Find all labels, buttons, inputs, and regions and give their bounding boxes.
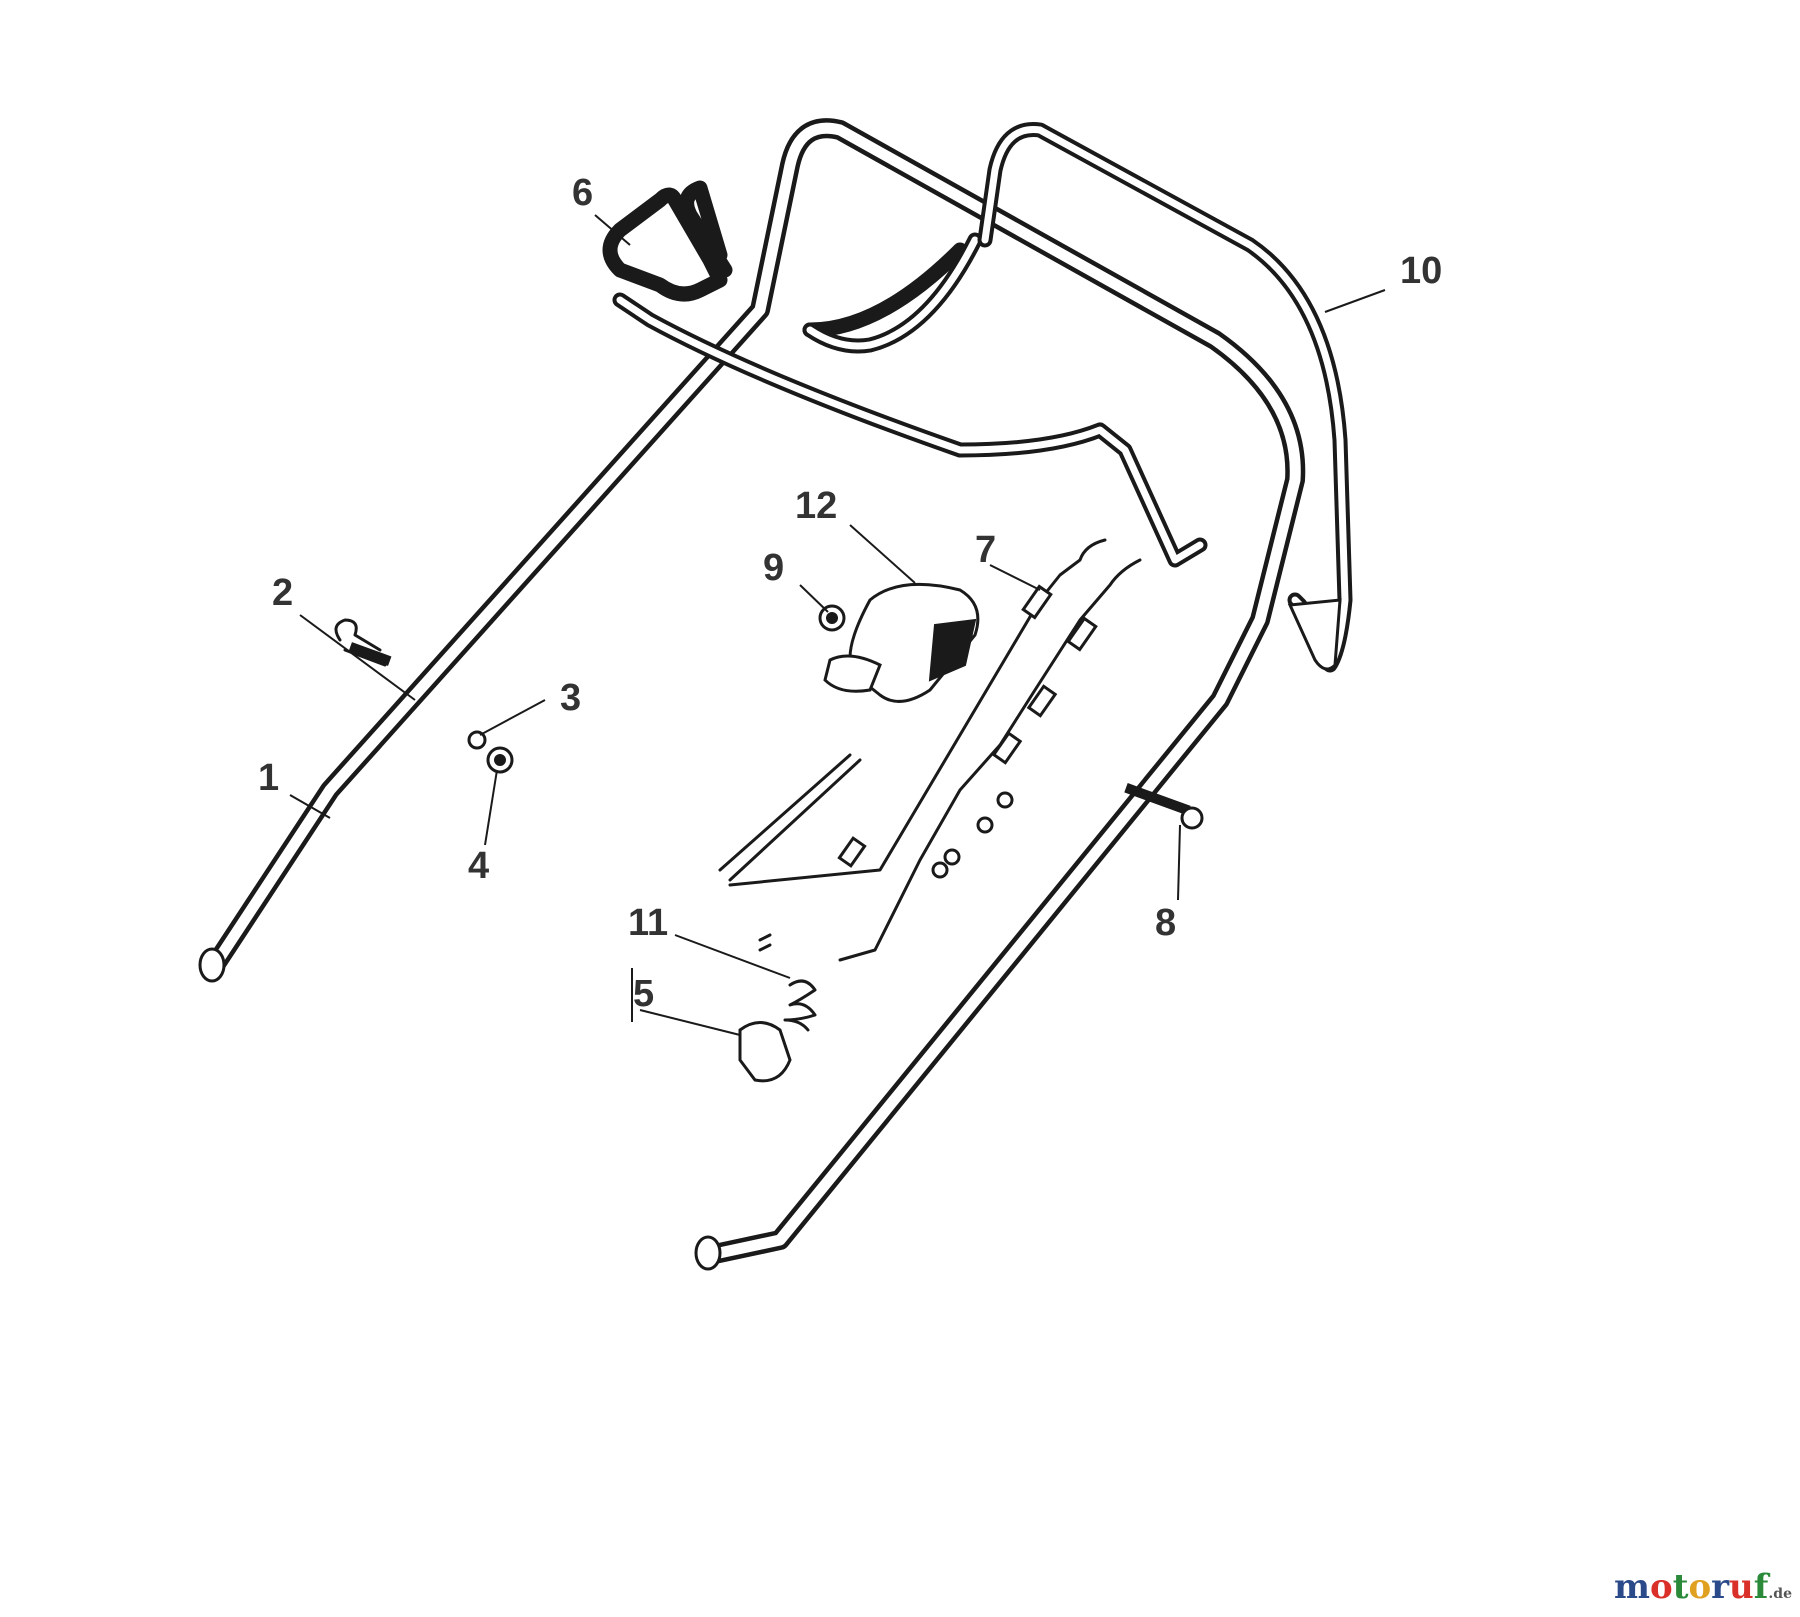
part-6-bale [602,180,1208,568]
part-10-lever [977,122,1353,673]
main-handle [198,118,1306,1271]
part-5-clip [738,1021,792,1083]
part-12-control-box [823,582,980,703]
leader-lines [289,214,1386,1036]
callout-11: 11 [628,902,668,944]
callout-9: 9 [763,547,784,589]
part-4-nut [486,746,514,774]
part-8-screw [1124,783,1204,830]
part-11-spring [783,979,817,1032]
logo-letter: o [1688,1567,1712,1607]
logo-letter: o [1650,1567,1673,1607]
callout-3: 3 [560,677,581,719]
callout-labels: 1 2 3 4 5 6 7 8 9 10 11 12 [258,172,1442,1015]
logo-tld: .de [1768,1586,1792,1602]
callout-7: 7 [975,529,996,571]
logo-letter: r [1711,1567,1730,1607]
logo-letter: t [1672,1567,1689,1607]
part-9-nut [818,604,846,632]
part-2-hook-bolt [334,618,392,667]
callout-4: 4 [468,845,489,887]
logo-letters: motoruf [1614,1567,1768,1607]
callout-2: 2 [272,572,293,614]
callout-8: 8 [1155,902,1176,944]
callout-6: 6 [572,172,593,214]
callout-5: 5 [633,973,654,1015]
callout-12: 12 [795,485,837,527]
logo-letter: u [1729,1567,1754,1607]
callout-1: 1 [258,757,279,799]
logo-letter: f [1753,1567,1769,1607]
washers [931,791,1014,879]
callout-10: 10 [1400,250,1442,292]
motoruf-logo: motoruf.de [1614,1567,1792,1607]
part-7-cables [718,538,1142,962]
part-3-washer [467,730,487,750]
logo-letter: m [1614,1567,1651,1607]
